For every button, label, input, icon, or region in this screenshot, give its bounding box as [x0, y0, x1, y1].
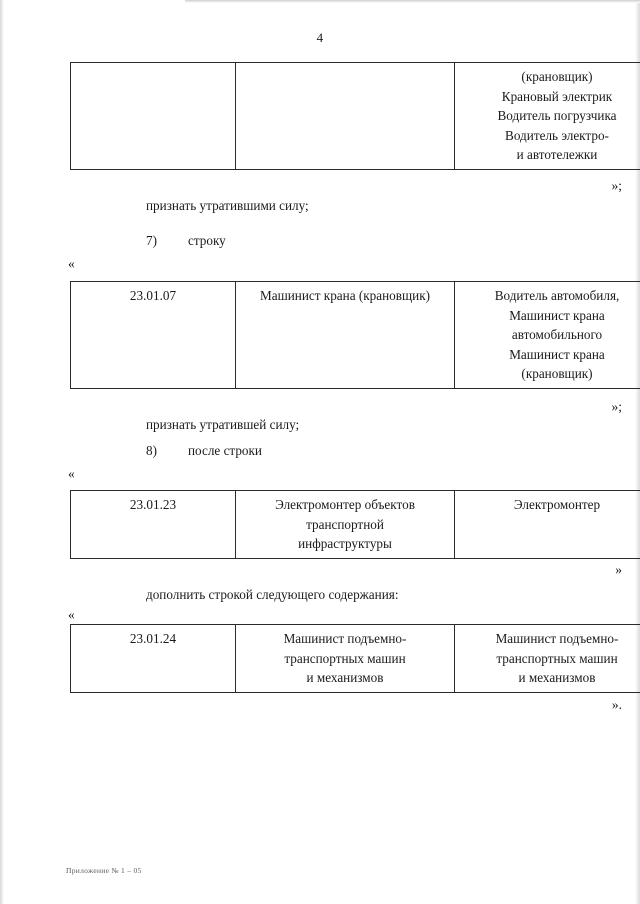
profession-line: инфраструктуры — [298, 536, 392, 551]
qualification-line: Машинист крана — [509, 346, 605, 362]
qualification-line: транспортных машин — [496, 650, 618, 666]
scan-edge-top — [185, 0, 640, 3]
list-number-7: 7) — [146, 233, 157, 248]
opening-quote-4: « — [68, 607, 75, 622]
cell-qualifications: Водитель автомобиля, Машинист крана авто… — [454, 281, 640, 389]
table-23-01-23: 23.01.23 Электромонтер объектов транспор… — [70, 490, 640, 559]
qualification-line: автомобильного — [511, 327, 603, 342]
list-text-7: строку — [188, 233, 226, 248]
opening-quote-2: « — [68, 256, 75, 271]
profession-line: транспортной — [306, 516, 384, 532]
paragraph-recognize-invalid-singular: признать утратившей силу; — [146, 417, 300, 432]
cell-code: 23.01.23 — [70, 490, 236, 559]
cell-code — [70, 62, 236, 170]
footer-note: Приложение № 1 – 05 — [66, 866, 142, 875]
table-row: 23.01.23 Электромонтер объектов транспор… — [70, 490, 640, 559]
qualification-line: Водитель электро- — [505, 127, 609, 143]
cell-code: 23.01.24 — [70, 624, 236, 693]
cell-profession: Машинист подъемно- транспортных машин и … — [235, 624, 455, 693]
cell-qualifications: Электромонтер — [454, 490, 640, 559]
cell-profession — [235, 62, 455, 170]
cell-code: 23.01.07 — [70, 281, 236, 389]
opening-quote-3: « — [68, 466, 75, 481]
qualification-line: Машинист крана — [509, 307, 605, 323]
table-row: (крановщик) Крановый электрик Водитель п… — [70, 62, 640, 170]
qualification-line: (крановщик) — [521, 366, 593, 381]
qualification-line: и автотележки — [516, 147, 598, 162]
list-text-8: после строки — [188, 443, 262, 458]
cell-profession: Электромонтер объектов транспортной инфр… — [235, 490, 455, 559]
qualification-line: Крановый электрик — [501, 88, 613, 104]
profession-line: и механизмов — [306, 670, 384, 685]
cell-profession: Машинист крана (крановщик) — [235, 281, 455, 389]
scan-edge-right — [635, 0, 640, 904]
paragraph-add-line: дополнить строкой следующего содержания: — [146, 587, 399, 602]
qualification-line: Машинист подъемно- — [495, 631, 619, 646]
cell-qualifications: Машинист подъемно- транспортных машин и … — [454, 624, 640, 693]
table-continuation: (крановщик) Крановый электрик Водитель п… — [70, 62, 640, 170]
cell-qualifications: (крановщик) Крановый электрик Водитель п… — [454, 62, 640, 170]
scan-edge-left — [0, 0, 4, 904]
closing-quote-3: » — [615, 562, 622, 577]
profession-line: Машинист подъемно- — [283, 631, 407, 646]
profession-line: Электромонтер объектов — [275, 497, 415, 512]
qualification-line: Электромонтер — [513, 497, 601, 512]
paragraph-recognize-invalid-plural: признать утратившими силу; — [146, 198, 309, 213]
closing-quote-2: »; — [611, 399, 622, 414]
page-number: 4 — [316, 30, 324, 45]
profession-line: транспортных машин — [284, 650, 406, 666]
table-row: 23.01.07 Машинист крана (крановщик) Води… — [70, 281, 640, 389]
qualification-line: Водитель погрузчика — [497, 108, 617, 123]
table-23-01-24: 23.01.24 Машинист подъемно- транспортных… — [70, 624, 640, 693]
table-23-01-07: 23.01.07 Машинист крана (крановщик) Води… — [70, 281, 640, 389]
qualification-line: и механизмов — [518, 670, 596, 685]
list-number-8: 8) — [146, 443, 157, 458]
closing-quote-4: ». — [611, 697, 622, 712]
qualification-line: Водитель автомобиля, — [494, 288, 620, 303]
closing-quote-1: »; — [611, 178, 622, 193]
qualification-line: (крановщик) — [521, 69, 593, 84]
table-row: 23.01.24 Машинист подъемно- транспортных… — [70, 624, 640, 693]
